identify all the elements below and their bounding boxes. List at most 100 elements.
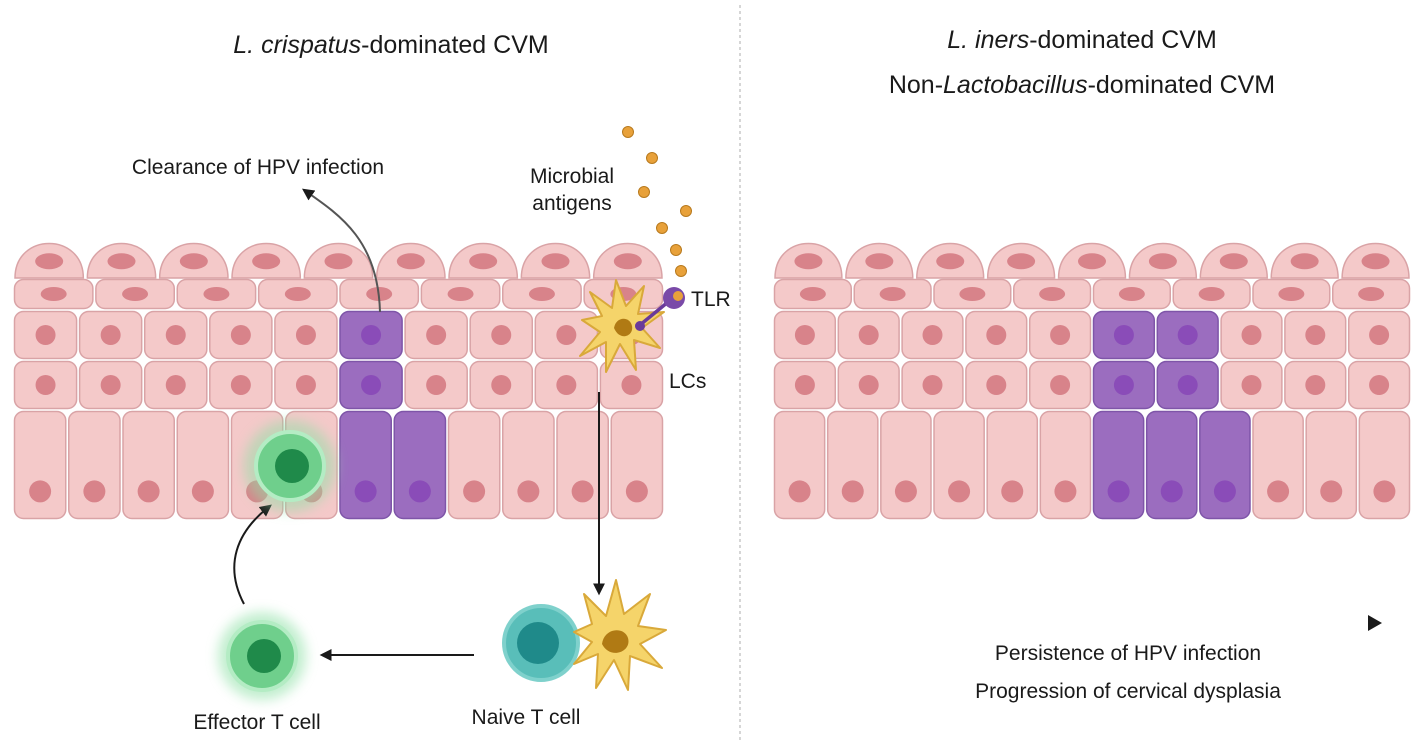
infected-basal-cell [339,410,392,520]
cell-nucleus [528,287,555,301]
cell-nucleus [788,480,811,503]
cell-nucleus [1219,253,1248,270]
flat-cell [1252,278,1331,310]
cell-nucleus [1290,253,1319,270]
cell-nucleus [426,375,447,395]
superficial-cell [375,242,446,279]
cell-nucleus [1050,375,1071,395]
intermediate-cell [773,310,837,360]
infected-cell [1092,360,1156,410]
intermediate-cell [965,360,1028,410]
intermediate-cell [469,310,534,360]
cell-nucleus [361,325,382,345]
cell-nucleus [354,480,377,503]
superficial-cell [1199,242,1268,279]
cell-nucleus [137,480,160,503]
basal-cell [880,410,932,520]
right-title1-species: L. iners [947,26,1029,54]
basal-cell [1252,410,1304,520]
superficial-cell [14,242,85,279]
cell-nucleus [1320,480,1343,503]
infected-cell [339,360,403,410]
cell-nucleus [122,287,149,301]
cell-nucleus [1267,480,1290,503]
cell-nucleus [230,375,251,395]
cell-nucleus [191,480,214,503]
superficial-cell [986,242,1056,279]
cell-nucleus [361,375,382,395]
basal-cell [986,410,1039,520]
cell-nucleus [1373,480,1396,503]
cell-nucleus [794,375,815,395]
intermediate-cell [143,360,208,410]
basal-cell [826,410,879,520]
basal-cell [122,410,175,520]
cell-nucleus [100,325,121,345]
infected-basal-cell [393,410,447,520]
cell-nucleus [1369,375,1390,395]
intermediate-cell [773,360,837,410]
left-panel-title: L. crispatus-dominated CVM [233,31,548,59]
basal-cell [1305,410,1358,520]
microbial-antigens [622,126,692,277]
cell-nucleus [517,480,540,503]
infected-basal-cell [1092,410,1145,520]
cell-nucleus [1050,325,1071,345]
superficial-cell [448,242,519,279]
cell-nucleus [841,480,864,503]
flat-cell [95,278,175,310]
cell-nucleus [491,325,512,345]
cell-nucleus [40,287,67,301]
cell-nucleus [959,287,986,301]
cell-nucleus [556,325,577,345]
basal-cell [773,410,826,520]
intermediate-cell [404,360,468,410]
flat-cell [1092,278,1171,310]
cell-nucleus [894,480,917,503]
intermediate-cell [1220,360,1283,410]
cell-nucleus [879,287,906,301]
left-title-suffix: -dominated CVM [361,31,549,59]
infected-cell [1092,310,1156,360]
basal-cell [502,410,555,520]
infected-cell [1156,360,1219,410]
cell-nucleus [408,480,431,503]
cell-nucleus [1241,325,1262,345]
cell-nucleus [1113,375,1134,395]
intermediate-cell [837,360,900,410]
intermediate-cell [1347,360,1411,410]
cell-nucleus [165,375,186,395]
intermediate-cell [1347,310,1411,360]
progression-arrowhead [1368,615,1382,631]
cell-nucleus [1177,325,1198,345]
tlr-label: TLR [691,288,731,311]
cell-nucleus [865,253,894,270]
cell-nucleus [948,480,971,503]
right-title2-prefix: Non- [889,71,943,99]
cell-nucleus [35,253,64,270]
right-panel-title-1: L. iners-dominated CVM [947,26,1217,54]
cell-nucleus [1305,325,1326,345]
effector-t-cell-icon [218,612,306,700]
intermediate-cell [209,360,273,410]
intermediate-cell [1028,310,1092,360]
cell-nucleus [858,375,879,395]
intermediate-cell [469,360,534,410]
microbial-label-line1: Microbial [530,165,614,188]
cell-nucleus [986,375,1007,395]
intermediate-cell [13,310,78,360]
intermediate-cell [534,360,599,410]
cell-nucleus [179,253,208,270]
cell-nucleus [794,325,815,345]
superficial-cell [1057,242,1127,279]
left-title-species: L. crispatus [233,31,361,59]
intermediate-cell [274,310,338,360]
cell-nucleus [922,325,943,345]
infected-cell [1156,310,1219,360]
basal-cell [68,410,121,520]
superficial-cell [1341,242,1410,279]
cell-nucleus [799,287,826,301]
cell-nucleus [625,480,648,503]
cell-nucleus [1361,253,1390,270]
tlr-receptor-icon [635,287,685,331]
